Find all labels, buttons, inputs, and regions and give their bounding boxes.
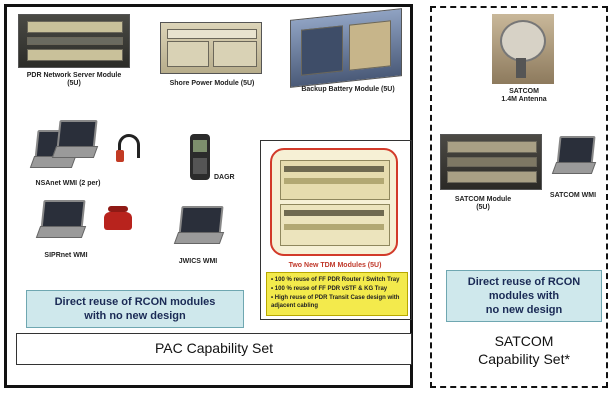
satcom-capability-line1: SATCOM <box>494 333 554 349</box>
tdm-bullet-box: • 100 % reuse of FF PDR Router / Switch … <box>266 272 408 316</box>
backup-battery-label: Backup Battery Module (5U) <box>301 86 395 93</box>
pac-capability-label: PAC Capability Set <box>16 333 412 365</box>
tdm-modules-highlight <box>270 148 398 256</box>
pac-reuse-line1: Direct reuse of RCON modules <box>54 296 216 308</box>
siprnet-label: SIPRnet WMI <box>44 252 88 259</box>
satcom-capability-frame <box>430 6 608 388</box>
backup-battery-module-image <box>290 8 402 88</box>
satcom-capability-line2: Capability Set* <box>478 351 570 367</box>
tdm-module-frame <box>260 140 412 320</box>
headset-earpiece-icon <box>116 150 124 162</box>
network-server-module-image <box>18 14 130 68</box>
tdm-bullet-1: • 100 % reuse of FF PDR Router / Switch … <box>271 277 400 283</box>
shore-power-module-image <box>160 22 262 74</box>
telephone-icon <box>104 206 132 230</box>
satcom-antenna-line1: SATCOM <box>509 88 539 95</box>
tdm-bullet-3: • High reuse of PDR Transit Case design … <box>271 295 400 309</box>
satcom-reuse-line3: no new design <box>485 304 563 316</box>
dagr-device-icon <box>190 134 210 180</box>
satcom-antenna-label: SATCOM 1.4M Antenna <box>484 88 564 104</box>
pac-capability-text: PAC Capability Set <box>154 340 273 356</box>
satcom-module-image <box>440 134 542 190</box>
headset-icon <box>118 134 140 158</box>
satcom-antenna-line2: 1.4M Antenna <box>501 96 547 103</box>
tdm-bullet-2: • 100 % reuse of FF PDR vSTF & KG Tray <box>271 286 388 292</box>
satcom-reuse-note: Direct reuse of RCON modules with no new… <box>446 270 602 322</box>
satcom-reuse-line2: modules with <box>488 290 560 302</box>
satcom-capability-label: SATCOM Capability Set* <box>446 332 602 372</box>
satcom-antenna-image <box>492 14 554 84</box>
pac-reuse-note: Direct reuse of RCON modules with no new… <box>26 290 244 328</box>
nsanet-label: NSAnet WMI (2 per) <box>35 180 101 187</box>
satcom-wmi-label: SATCOM WMI <box>549 192 597 199</box>
dagr-label: DAGR <box>214 174 235 181</box>
satcom-module-label: SATCOM Module (5U) <box>454 196 512 211</box>
pac-reuse-line2: with no new design <box>84 310 186 322</box>
jwics-label: JWICS WMI <box>178 258 218 265</box>
satcom-reuse-line1: Direct reuse of RCON <box>467 276 581 288</box>
shore-power-label: Shore Power Module (5U) <box>169 80 255 87</box>
network-server-label: PDR Network Server Module (5U) <box>26 72 122 87</box>
tdm-caption: Two New TDM Modules (5U) <box>288 262 382 269</box>
